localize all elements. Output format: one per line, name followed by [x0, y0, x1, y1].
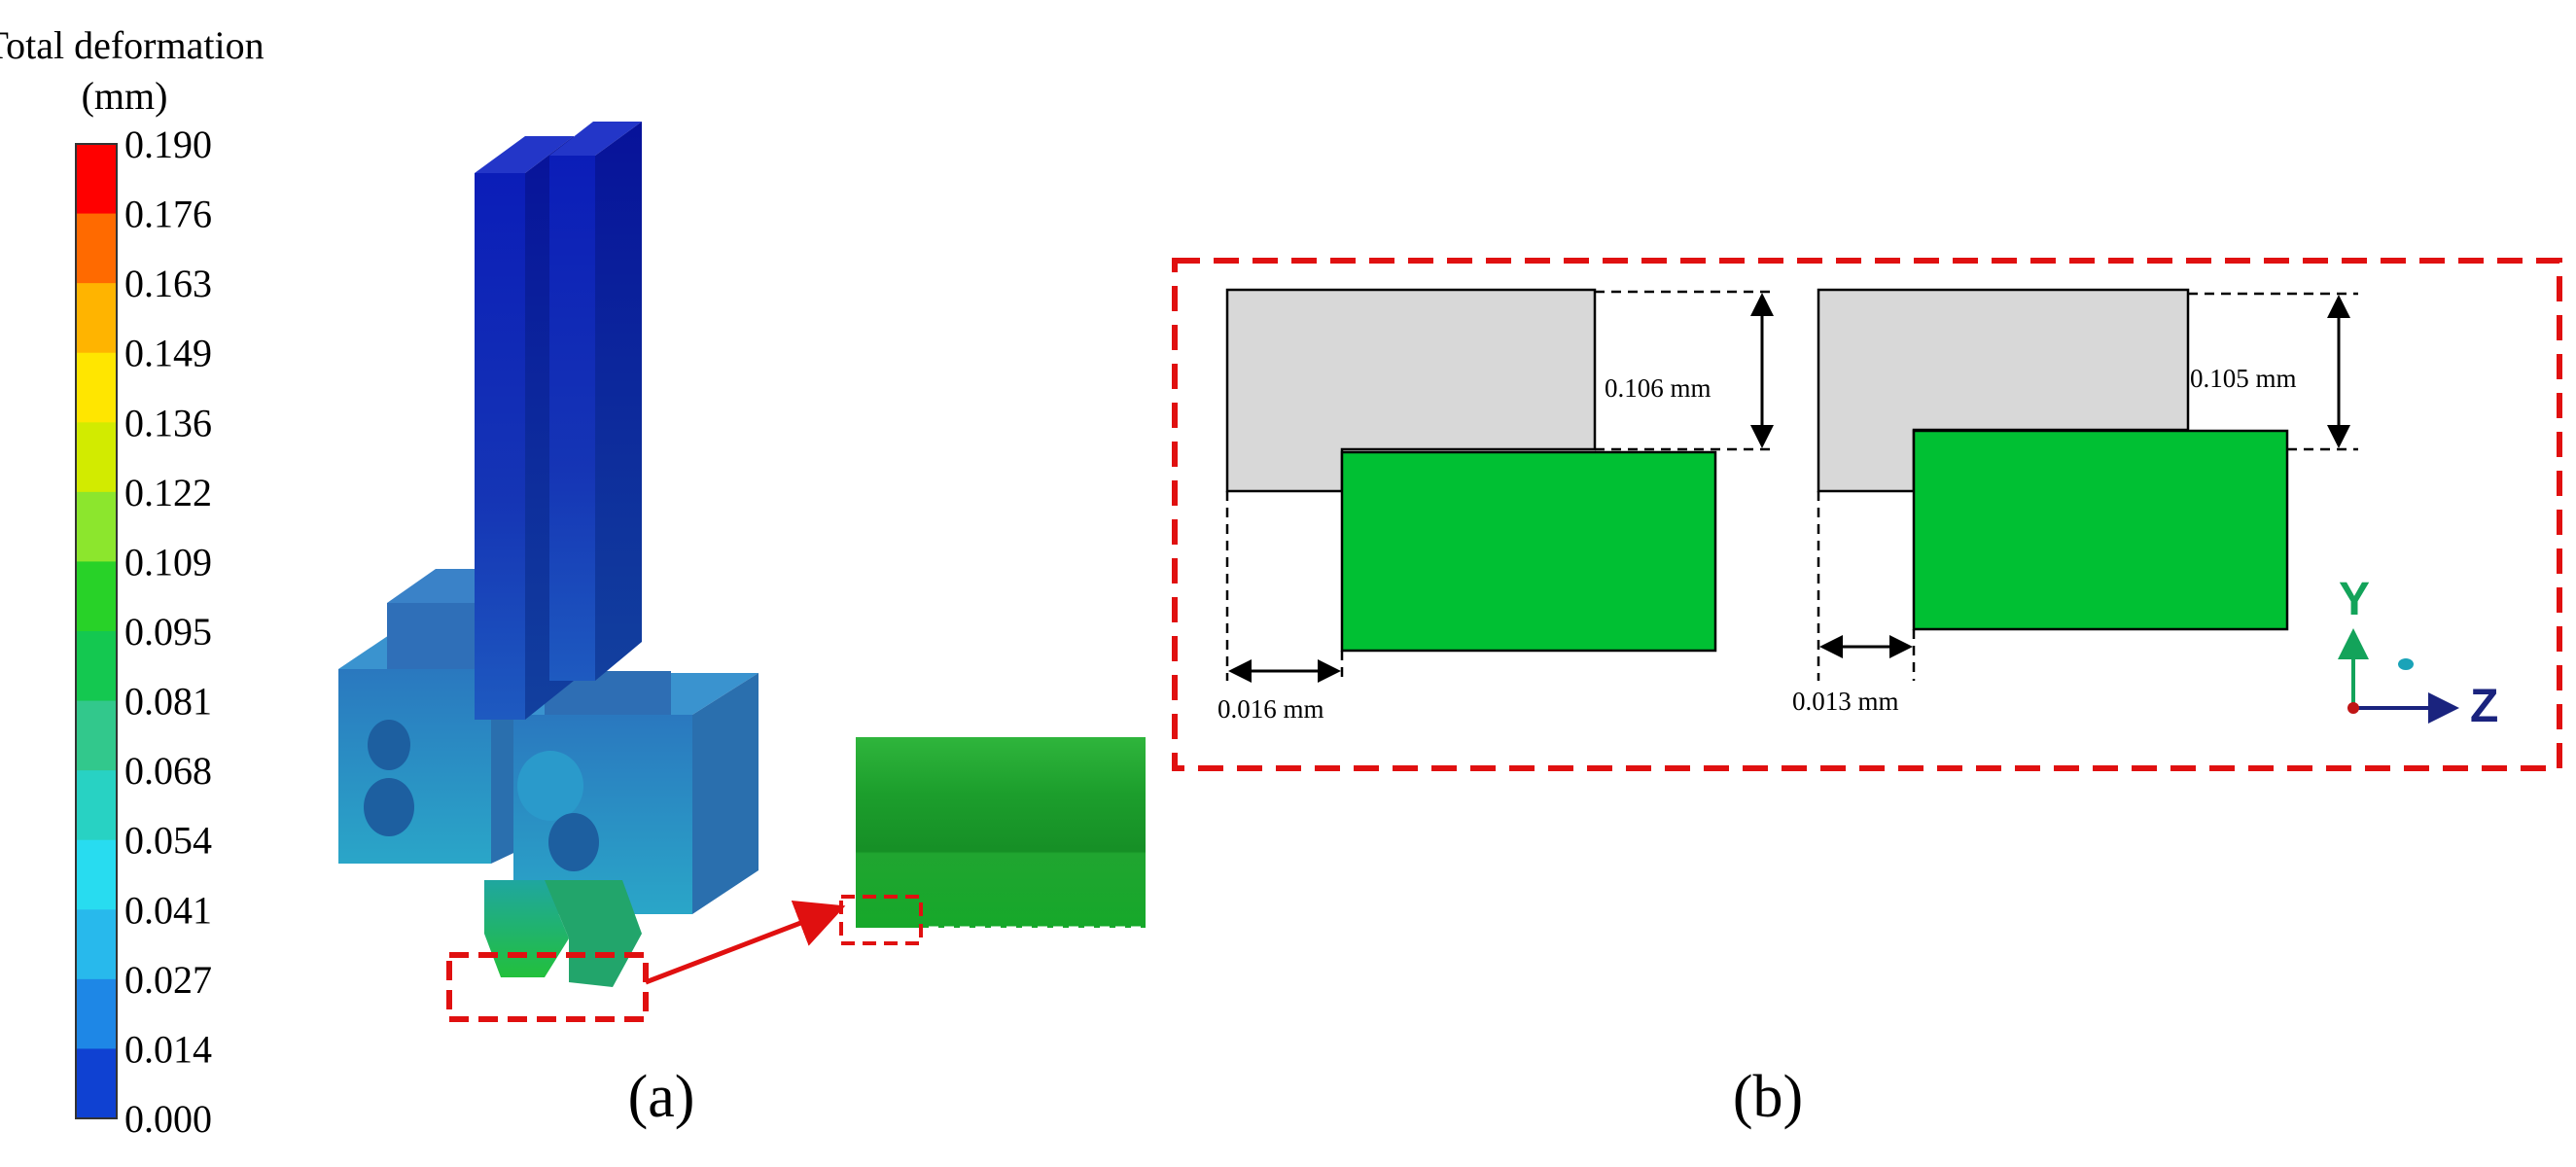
deformation-model-3d: (a) — [338, 122, 1146, 1130]
legend-title: Total deformation — [0, 23, 265, 67]
body-front-left — [338, 669, 491, 864]
legend-band — [76, 213, 117, 284]
hole — [517, 751, 583, 821]
legend-band — [76, 978, 117, 1049]
legend-tick-label: 0.136 — [124, 401, 212, 444]
vertical-gap-label: 0.105 mm — [2190, 364, 2297, 393]
green-part — [1912, 429, 2289, 631]
green-part — [1340, 450, 1717, 653]
legend-tick-label: 0.068 — [124, 749, 212, 793]
horizontal-gap-label: 0.013 mm — [1792, 687, 1899, 716]
legend-tick-label: 0.041 — [124, 888, 212, 932]
legend-band — [76, 561, 117, 632]
hole — [364, 778, 414, 836]
legend-tick-label: 0.027 — [124, 958, 212, 1002]
pillar-left — [475, 173, 525, 720]
y-axis-label: Y — [2339, 574, 2370, 625]
legend-band — [76, 631, 117, 702]
zoom-arrow — [645, 900, 846, 985]
legend-tick-label: 0.081 — [124, 680, 212, 724]
pillar-right — [549, 156, 595, 681]
view-indicator-dot — [2398, 658, 2414, 670]
legend-band — [76, 283, 117, 354]
hole — [548, 813, 599, 871]
legend-color-bands — [76, 144, 117, 1119]
z-axis-label: Z — [2470, 681, 2498, 732]
tip-highlight-box — [446, 952, 649, 1022]
legend-band — [76, 144, 117, 215]
legend-tick-label: 0.190 — [124, 123, 212, 166]
legend-tick-label: 0.000 — [124, 1097, 212, 1141]
legend-tick-label: 0.149 — [124, 332, 212, 375]
legend-band — [76, 909, 117, 980]
legend-unit: (mm) — [82, 74, 168, 118]
legend-band — [76, 422, 117, 493]
zoomed-tip-block — [856, 737, 1146, 928]
origin-dot — [2347, 702, 2359, 714]
legend-tick-label: 0.054 — [124, 819, 212, 863]
legend-tick-label: 0.014 — [124, 1027, 212, 1071]
clearance-left: 0.106 mm 0.016 mm — [1217, 288, 1775, 724]
clearance-right: 0.105 mm 0.013 mm — [1792, 288, 2358, 716]
legend-tick-label: 0.095 — [124, 610, 212, 654]
legend-band — [76, 1048, 117, 1119]
legend-tick-label: 0.163 — [124, 262, 212, 305]
legend-band — [76, 352, 117, 423]
detail-frame — [1172, 258, 2562, 771]
clearance-detail-panel: 0.106 mm 0.016 mm 0.105 mm 0.013 mm Y — [1172, 258, 2562, 1130]
coordinate-triad: Y Z — [2338, 574, 2498, 732]
legend-band — [76, 700, 117, 771]
vertical-gap-label: 0.106 mm — [1605, 373, 1711, 403]
legend-band — [76, 491, 117, 562]
legend-tick-label: 0.109 — [124, 540, 212, 584]
hole — [368, 720, 410, 770]
panel-b-label: (b) — [1733, 1064, 1803, 1130]
legend-band — [76, 839, 117, 910]
legend-tick-label: 0.176 — [124, 193, 212, 236]
panel-a-label: (a) — [628, 1064, 695, 1130]
legend-frame — [75, 143, 118, 1119]
horizontal-gap-label: 0.016 mm — [1217, 694, 1324, 724]
legend-band — [76, 770, 117, 841]
legend-tick-labels: 0.190 0.176 0.163 0.149 0.136 0.122 0.109 0.095… — [124, 123, 212, 1141]
legend-tick-label: 0.122 — [124, 471, 212, 514]
color-legend: Total deformation (mm) 0.1900.1760.1630.… — [0, 23, 265, 1141]
